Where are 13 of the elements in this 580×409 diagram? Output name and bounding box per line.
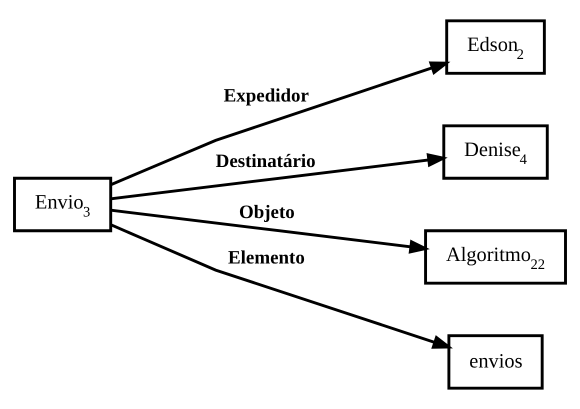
edge-label: Objeto: [238, 202, 295, 224]
node-box: envios: [447, 334, 544, 390]
node-box: Edson$_{2}$: [445, 19, 546, 75]
arrow: [110, 61, 450, 186]
node-box: Denise$_{4}$: [442, 124, 549, 180]
edge-label: Elemento: [228, 247, 305, 268]
arrow: [110, 208, 430, 254]
node-box: Algoritmo$_{22}$: [424, 229, 567, 285]
arrow: [110, 153, 448, 200]
node-box: Envio$_{3}$: [13, 176, 112, 232]
edge-label: Expedidor: [224, 86, 309, 107]
edge-label: Destinatário: [216, 151, 316, 172]
arrow: [110, 223, 453, 349]
